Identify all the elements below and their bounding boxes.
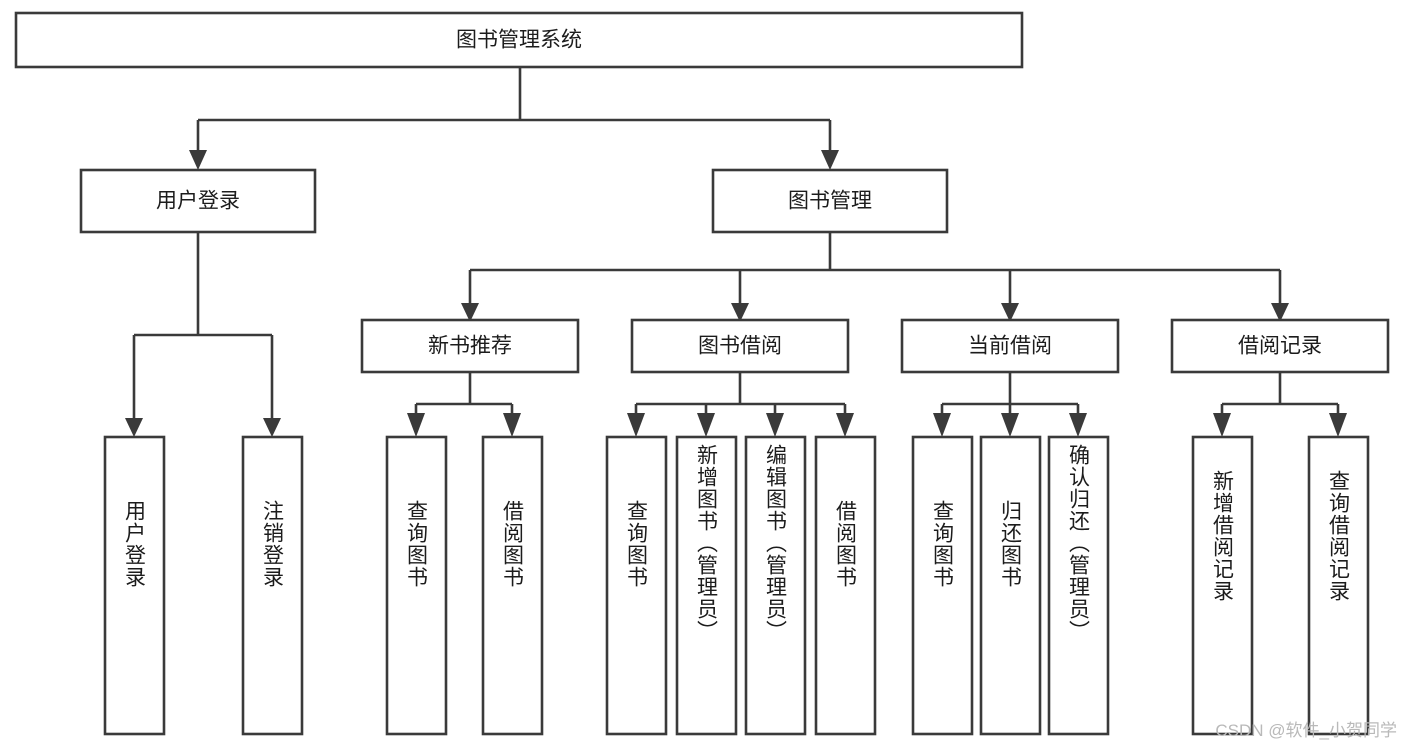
arrow-to-leaf-edit-book bbox=[766, 413, 784, 437]
leaf-query-book-3-box[interactable] bbox=[911, 435, 974, 736]
leaf-confirm-return-label: 确认归还（管理员） bbox=[1067, 444, 1091, 642]
new-book-recommend-label: 新书推荐 bbox=[428, 335, 512, 358]
book-borrow-label: 图书借阅 bbox=[698, 335, 782, 358]
leaf-query-book-1-label: 查询图书 bbox=[405, 500, 429, 588]
node-current-borrow[interactable]: 当前借阅 bbox=[900, 318, 1120, 374]
current-borrow-box[interactable] bbox=[900, 318, 1120, 374]
leaf-query-book-1-box[interactable] bbox=[385, 435, 448, 736]
arrow-to-leaf-return-book bbox=[1001, 413, 1019, 437]
arrow-to-leaf-confirm-return bbox=[1069, 413, 1087, 437]
leaf-user-login-box[interactable] bbox=[103, 435, 166, 736]
arrow-to-leaf-add-record bbox=[1213, 413, 1231, 437]
book-borrow-box[interactable] bbox=[630, 318, 850, 374]
root-box[interactable] bbox=[14, 11, 1024, 69]
node-leaf-borrow-book-1[interactable]: 借阅图书 bbox=[481, 435, 544, 736]
connector-layer bbox=[125, 67, 1347, 437]
root-label: 图书管理系统 bbox=[456, 29, 582, 52]
arrow-to-book-management bbox=[821, 150, 839, 170]
leaf-query-book-3-label: 查询图书 bbox=[931, 500, 955, 588]
leaf-return-book-label: 归还图书 bbox=[999, 500, 1023, 588]
leaf-query-record-box[interactable] bbox=[1307, 435, 1370, 736]
borrow-record-label: 借阅记录 bbox=[1238, 335, 1322, 358]
node-leaf-query-record[interactable]: 查询借阅记录 bbox=[1307, 435, 1370, 736]
node-user-login[interactable]: 用户登录 bbox=[79, 168, 317, 234]
arrow-to-leaf-query-book-1 bbox=[407, 413, 425, 437]
arrow-to-leaf-user-login bbox=[125, 418, 143, 437]
arrow-to-leaf-query-book-2 bbox=[627, 413, 645, 437]
leaf-query-book-2-label: 查询图书 bbox=[625, 500, 649, 588]
node-book-borrow[interactable]: 图书借阅 bbox=[630, 318, 850, 374]
leaf-query-book-2-box[interactable] bbox=[605, 435, 668, 736]
leaf-borrow-book-2-box[interactable] bbox=[814, 435, 877, 736]
leaf-query-record-label: 查询借阅记录 bbox=[1327, 470, 1351, 602]
node-leaf-query-book-2[interactable]: 查询图书 bbox=[605, 435, 668, 736]
user-login-box[interactable] bbox=[79, 168, 317, 234]
leaf-add-book-box[interactable] bbox=[675, 435, 738, 736]
book-management-box[interactable] bbox=[711, 168, 949, 234]
node-new-book-recommend[interactable]: 新书推荐 bbox=[360, 318, 580, 374]
borrow-record-box[interactable] bbox=[1170, 318, 1390, 374]
leaf-edit-book-box[interactable] bbox=[744, 435, 807, 736]
node-leaf-user-login[interactable]: 用户登录 bbox=[103, 435, 166, 736]
arrow-to-leaf-borrow-book-2 bbox=[836, 413, 854, 437]
node-leaf-borrow-book-2[interactable]: 借阅图书 bbox=[814, 435, 877, 736]
node-book-management[interactable]: 图书管理 bbox=[711, 168, 949, 234]
leaf-add-record-box[interactable] bbox=[1191, 435, 1254, 736]
leaf-borrow-book-1-label: 借阅图书 bbox=[501, 500, 525, 588]
arrow-to-borrow-record bbox=[1271, 303, 1289, 322]
node-leaf-query-book-3[interactable]: 查询图书 bbox=[911, 435, 974, 736]
node-leaf-confirm-return[interactable]: 确认归还（管理员） bbox=[1047, 435, 1110, 736]
new-book-recommend-box[interactable] bbox=[360, 318, 580, 374]
arrow-to-current-borrow bbox=[1001, 303, 1019, 322]
arrow-to-user-login bbox=[189, 150, 207, 170]
leaf-add-record-label: 新增借阅记录 bbox=[1211, 470, 1235, 602]
arrow-to-leaf-query-record bbox=[1329, 413, 1347, 437]
user-login-label: 用户登录 bbox=[156, 190, 240, 213]
book-management-label: 图书管理 bbox=[788, 190, 872, 213]
leaf-edit-book-label: 编辑图书（管理员） bbox=[764, 444, 788, 642]
node-root-system[interactable]: 图书管理系统 bbox=[14, 11, 1024, 69]
node-leaf-logout-login[interactable]: 注销登录 bbox=[241, 435, 304, 736]
node-leaf-edit-book[interactable]: 编辑图书（管理员） bbox=[744, 435, 807, 736]
node-borrow-record[interactable]: 借阅记录 bbox=[1170, 318, 1390, 374]
node-leaf-query-book-1[interactable]: 查询图书 bbox=[385, 435, 448, 736]
node-leaf-return-book[interactable]: 归还图书 bbox=[979, 435, 1042, 736]
leaf-logout-login-label: 注销登录 bbox=[261, 500, 285, 588]
leaf-borrow-book-1-box[interactable] bbox=[481, 435, 544, 736]
node-leaf-add-book[interactable]: 新增图书（管理员） bbox=[675, 435, 738, 736]
arrow-to-book-borrow bbox=[731, 303, 749, 322]
arrow-to-leaf-logout-login bbox=[263, 418, 281, 437]
leaf-logout-login-box[interactable] bbox=[241, 435, 304, 736]
leaf-borrow-book-2-label: 借阅图书 bbox=[834, 500, 858, 588]
leaf-confirm-return-box[interactable] bbox=[1047, 435, 1110, 736]
arrow-to-leaf-add-book bbox=[697, 413, 715, 437]
arrow-to-leaf-borrow-book-1 bbox=[503, 413, 521, 437]
leaf-add-book-label: 新增图书（管理员） bbox=[695, 444, 719, 642]
leaf-user-login-label: 用户登录 bbox=[123, 500, 147, 588]
arrow-to-new-book-recommend bbox=[461, 303, 479, 322]
current-borrow-label: 当前借阅 bbox=[968, 335, 1052, 358]
node-leaf-add-record[interactable]: 新增借阅记录 bbox=[1191, 435, 1254, 736]
leaf-return-book-box[interactable] bbox=[979, 435, 1042, 736]
arrow-to-leaf-query-book-3 bbox=[933, 413, 951, 437]
